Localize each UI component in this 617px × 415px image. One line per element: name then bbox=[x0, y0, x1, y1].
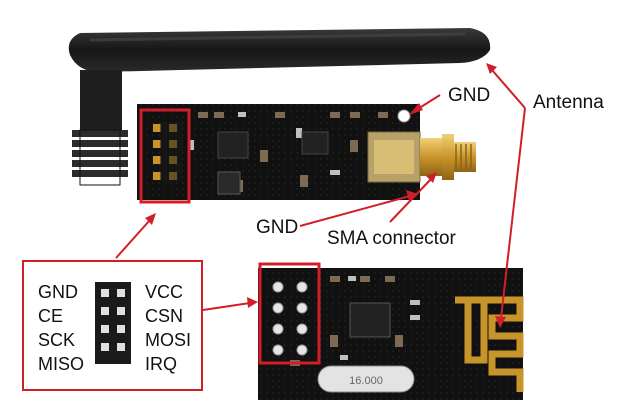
pin-label-right-2: MOSI bbox=[145, 330, 191, 350]
label-sma-connector: SMA connector bbox=[327, 228, 457, 249]
antenna-image bbox=[68, 28, 491, 186]
label-gnd-mid: GND bbox=[256, 217, 298, 238]
callout-arrows bbox=[115, 63, 526, 328]
label-gnd-top: GND bbox=[448, 85, 490, 106]
label-antenna: Antenna bbox=[533, 92, 604, 113]
pin-label-right-1: CSN bbox=[145, 306, 183, 326]
top-header-highlight bbox=[139, 108, 191, 204]
pinout-legend: GND CE SCK MISO VCC CSN MOSI IRQ bbox=[22, 260, 203, 391]
pin-label-right-0: VCC bbox=[145, 282, 183, 302]
pin-label-left-0: GND bbox=[38, 282, 78, 302]
crystal-marking: 16.000 bbox=[349, 375, 383, 387]
bottom-header-highlight bbox=[258, 262, 321, 365]
pin-label-left-1: CE bbox=[38, 306, 63, 326]
pin-label-right-3: IRQ bbox=[145, 354, 177, 374]
pin-label-left-2: SCK bbox=[38, 330, 75, 350]
pin-label-left-3: MISO bbox=[38, 354, 84, 374]
pcb-module-with-sma bbox=[137, 104, 476, 200]
pcb-module-with-trace-antenna: 16.000 bbox=[258, 268, 524, 400]
